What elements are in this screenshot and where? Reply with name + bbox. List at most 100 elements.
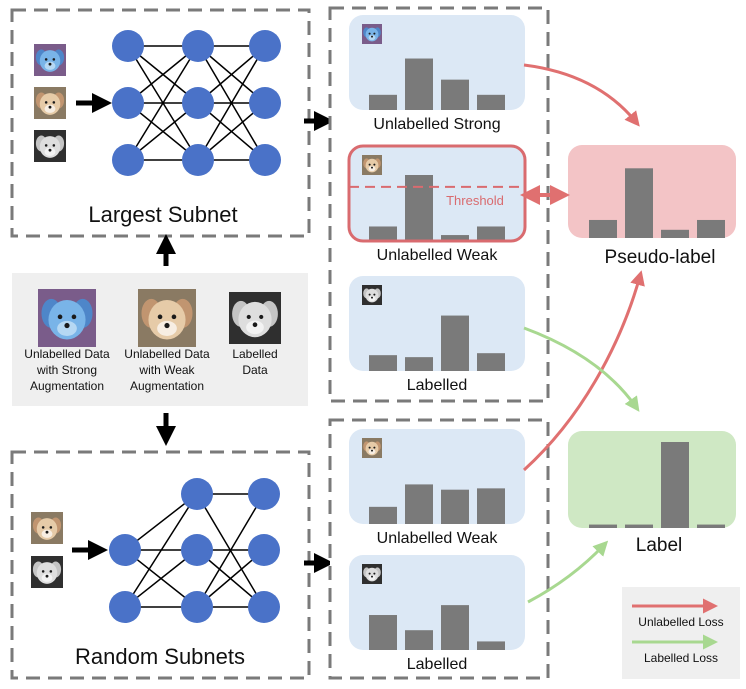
top-output-1-bar-3: [441, 79, 469, 110]
top-output-label-3: Labelled: [407, 377, 468, 394]
legend-label-1: Unlabelled Loss: [638, 615, 723, 629]
bottom-output-1-bar-2: [405, 484, 433, 524]
network-edge: [196, 493, 265, 608]
label-bar-1: [589, 524, 617, 528]
top-input-weak-thumbnail: [34, 87, 66, 119]
bottom-output-2-bar-4: [477, 641, 505, 650]
network-node: [112, 144, 144, 176]
top-output-3-bar-2: [405, 357, 433, 371]
bottom-output-label-2: Labelled: [407, 656, 468, 673]
input-panel-image-2: [138, 289, 196, 347]
input-panel-image-1: [38, 289, 96, 347]
pseudo-label-bar-3: [661, 229, 689, 238]
top-output-2-bar-1: [369, 226, 397, 241]
bottom-output-card-1: Unlabelled Weak: [349, 429, 525, 547]
pseudo-label-bar-2: [625, 168, 653, 238]
network-node: [112, 30, 144, 62]
bottom-output-1-bar-1: [369, 506, 397, 524]
network-edge: [197, 45, 266, 161]
network-node: [182, 30, 214, 62]
label-bar-2: [625, 524, 653, 528]
largest-subnet-panel: Largest Subnet: [10, 8, 311, 238]
top-output-1-bar-4: [477, 94, 505, 110]
network-node: [182, 87, 214, 119]
top-output-1-thumbnail: [362, 24, 382, 44]
random-subnets-network: [109, 478, 280, 623]
top-output-card-1: Unlabelled Strong: [349, 15, 525, 133]
bottom-output-1-thumbnail: [362, 438, 382, 458]
input-panel-caption: Unlabelled Data: [124, 347, 210, 361]
input-panel-caption: Labelled: [232, 347, 277, 361]
random-subnets-inputs: [31, 512, 108, 588]
network-node: [248, 591, 280, 623]
label-bar-3: [661, 442, 689, 528]
bottom-output-2-thumbnail: [362, 564, 382, 584]
network-node: [249, 30, 281, 62]
top-output-1-bar-2: [405, 58, 433, 110]
bottom-output-label-1: Unlabelled Weak: [377, 530, 499, 547]
top-output-2-bar-3: [441, 235, 469, 241]
largest-subnet-inputs: [34, 44, 112, 162]
network-node: [181, 534, 213, 566]
network-node: [249, 144, 281, 176]
random-subnets-panel: Random Subnets: [10, 450, 311, 680]
network-edge: [124, 493, 198, 608]
input-panel-caption: with Weak: [138, 363, 195, 377]
input-panel-image-3: [229, 292, 281, 344]
bottom-output-2-bar-2: [405, 630, 433, 650]
bottom-input-labelled-thumbnail: [31, 556, 63, 588]
top-output-3-thumbnail: [362, 285, 382, 305]
top-labelled-to-label-arrow: [523, 326, 640, 412]
top-output-2-bar-2: [405, 175, 433, 241]
top-output-label-2: Unlabelled Weak: [377, 247, 499, 264]
top-output-2-thumbnail: [362, 155, 382, 175]
bottom-output-2-bar-1: [369, 615, 397, 650]
top-input-strong-thumbnail: [34, 44, 66, 76]
label-target: Label: [568, 431, 736, 556]
strong-to-pseudo-arrow: [523, 63, 640, 127]
bottom-labelled-to-label-arrow: [527, 540, 609, 604]
top-output-2-bar-4: [477, 226, 505, 241]
input-panel-caption: Unlabelled Data: [24, 347, 110, 361]
top-output-label-1: Unlabelled Strong: [373, 116, 500, 133]
network-node: [248, 534, 280, 566]
network-node: [181, 591, 213, 623]
network-node: [109, 591, 141, 623]
top-input-labelled-thumbnail: [34, 130, 66, 162]
pseudo-label-target: Pseudo-label: [568, 145, 736, 268]
input-panel-caption: Data: [242, 363, 268, 377]
bottom-output-1-bar-3: [441, 489, 469, 524]
top-output-1-bar-1: [369, 94, 397, 110]
network-node: [182, 144, 214, 176]
input-panel-caption: with Strong: [36, 363, 97, 377]
pseudo-label-bar-1: [589, 219, 617, 238]
largest-subnet-title: Largest Subnet: [88, 202, 237, 227]
top-output-3-bar-1: [369, 355, 397, 371]
label-bar-4: [697, 524, 725, 528]
largest-subnet-network: [112, 30, 281, 176]
bottom-output-1-bar-4: [477, 488, 505, 524]
bottom-input-weak-thumbnail: [31, 512, 63, 544]
bottom-output-card-2: Labelled: [349, 555, 525, 673]
pseudo-label-bar-4: [697, 219, 725, 238]
pseudo-label-text: Pseudo-label: [605, 247, 716, 268]
top-output-card-3: Labelled: [349, 276, 525, 394]
network-node: [181, 478, 213, 510]
input-panel-caption: Augmentation: [30, 379, 104, 393]
labelled-loss-arrows: [523, 326, 640, 604]
top-output-3-bar-3: [441, 315, 469, 371]
input-panel-caption: Augmentation: [130, 379, 204, 393]
network-node: [248, 478, 280, 510]
network-node: [109, 534, 141, 566]
bottom-output-2-bar-3: [441, 605, 469, 650]
random-subnets-title: Random Subnets: [75, 644, 245, 669]
label-text: Label: [636, 535, 683, 556]
top-output-3-bar-4: [477, 353, 505, 371]
network-node: [249, 87, 281, 119]
